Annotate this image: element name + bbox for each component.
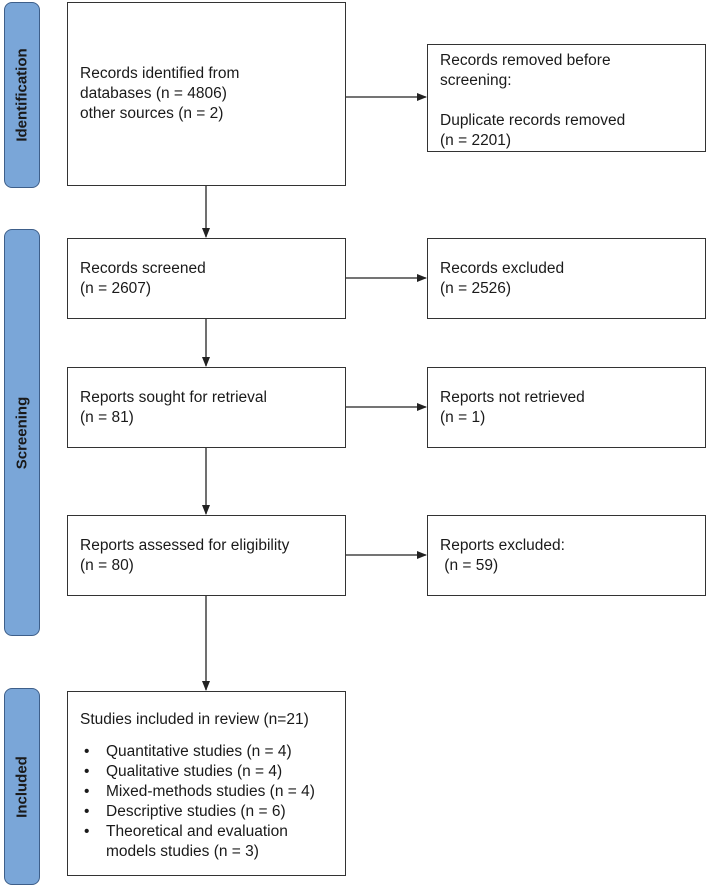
reports-excluded-line-1: Reports excluded:	[440, 536, 565, 554]
records-identified-line-2: databases (n = 4806)	[80, 85, 227, 102]
studies-included-box: Studies included in review (n=21) Quanti…	[67, 691, 346, 876]
records-removed-box: Records removed before screening: Duplic…	[427, 44, 706, 152]
reports-not-retrieved-box: Reports not retrieved (n = 1)	[427, 367, 706, 448]
records-removed-title-1: Records removed before	[440, 52, 611, 69]
records-removed-title-2: screening:	[440, 72, 512, 89]
list-item: Qualitative studies (n = 4)	[80, 762, 333, 782]
reports-not-retrieved-line-2: (n = 1)	[440, 408, 486, 426]
studies-included-title: Studies included in review (n=21)	[80, 711, 309, 728]
list-item: Quantitative studies (n = 4)	[80, 742, 333, 762]
reports-assessed-box: Reports assessed for eligibility (n = 80…	[67, 515, 346, 596]
studies-included-list: Quantitative studies (n = 4) Qualitative…	[80, 742, 333, 862]
records-screened-line-2: (n = 2607)	[80, 279, 152, 297]
reports-not-retrieved-line-1: Reports not retrieved	[440, 388, 585, 406]
reports-excluded-line-2: (n = 59)	[440, 556, 499, 574]
reports-excluded-box: Reports excluded: (n = 59)	[427, 515, 706, 596]
reports-assessed-line-1: Reports assessed for eligibility	[80, 536, 290, 554]
records-identified-line-1: Records identified from	[80, 65, 240, 82]
records-screened-line-1: Records screened	[80, 259, 206, 277]
records-identified-box: Records identified from databases (n = 4…	[67, 2, 346, 186]
list-item: Mixed-methods studies (n = 4)	[80, 782, 333, 802]
list-item: Descriptive studies (n = 6)	[80, 802, 333, 822]
list-item-line-2: models studies (n = 3)	[106, 843, 259, 860]
phase-identification: Identification	[4, 2, 40, 188]
records-identified-line-3: other sources (n = 2)	[80, 105, 224, 122]
reports-sought-box: Reports sought for retrieval (n = 81)	[67, 367, 346, 448]
phase-included: Included	[4, 688, 40, 885]
records-screened-box: Records screened (n = 2607)	[67, 238, 346, 319]
list-item-line-1: Theoretical and evaluation	[106, 823, 288, 840]
reports-sought-line-2: (n = 81)	[80, 408, 134, 426]
records-excluded-line-1: Records excluded	[440, 259, 565, 277]
records-removed-detail-2: (n = 2201)	[440, 132, 512, 149]
list-item: Theoretical and evaluation models studie…	[80, 822, 333, 862]
phase-screening: Screening	[4, 229, 40, 636]
reports-sought-line-1: Reports sought for retrieval	[80, 388, 267, 406]
reports-assessed-line-2: (n = 80)	[80, 556, 134, 574]
records-excluded-line-2: (n = 2526)	[440, 279, 512, 297]
records-removed-detail-1: Duplicate records removed	[440, 112, 626, 129]
records-excluded-box: Records excluded (n = 2526)	[427, 238, 706, 319]
